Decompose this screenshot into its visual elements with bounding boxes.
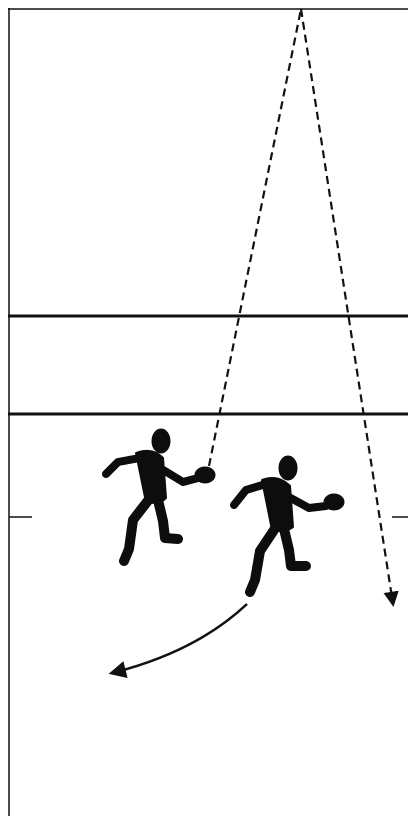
- ball-path-down: [299, 8, 399, 608]
- ball-path-up: [207, 8, 303, 467]
- player-2-icon: [230, 455, 345, 597]
- player-1-icon: [102, 428, 216, 566]
- movement-arrow: [108, 603, 248, 679]
